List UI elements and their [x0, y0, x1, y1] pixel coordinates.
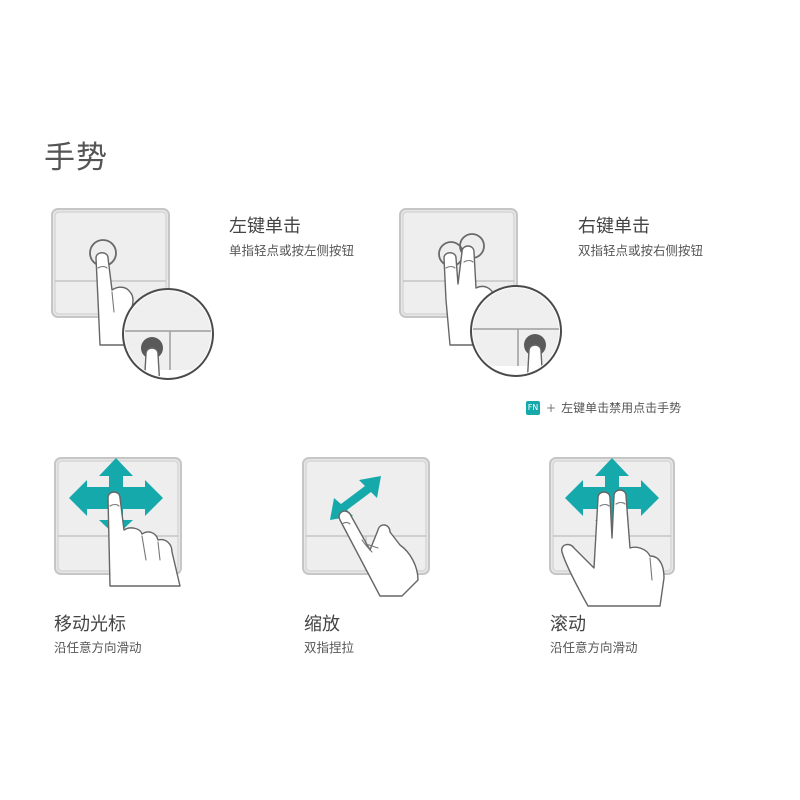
four-way-arrow-icon — [565, 458, 659, 536]
fn-plus: + — [546, 400, 557, 415]
gesture-title-zoom: 缩放 — [304, 614, 340, 635]
page-title: 手势 — [44, 140, 108, 176]
hand-icon — [561, 489, 665, 607]
gesture-desc-left-click: 单指轻点或按左侧按钮 — [229, 243, 355, 258]
fn-note: FN + 左键单击禁用点击手势 — [526, 399, 681, 416]
magnifier-circle-icon — [122, 288, 214, 380]
gesture-desc-zoom: 双指捏拉 — [304, 640, 355, 655]
gesture-title-move-cursor: 移动光标 — [54, 614, 126, 635]
hand-icon — [107, 491, 181, 587]
fn-note-text: 左键单击禁用点击手势 — [561, 401, 682, 415]
gesture-desc-scroll: 沿任意方向滑动 — [550, 640, 638, 655]
gesture-title-left-click: 左键单击 — [229, 216, 301, 237]
gesture-title-scroll: 滚动 — [550, 614, 586, 635]
gesture-desc-move-cursor: 沿任意方向滑动 — [54, 640, 142, 655]
fn-key-icon: FN — [526, 400, 540, 415]
two-way-arrow-icon — [330, 476, 381, 520]
gesture-title-right-click: 右键单击 — [578, 216, 650, 237]
magnifier-circle-icon — [470, 285, 562, 377]
gesture-desc-right-click: 双指轻点或按右侧按钮 — [578, 243, 704, 258]
hand-icon — [338, 510, 419, 597]
